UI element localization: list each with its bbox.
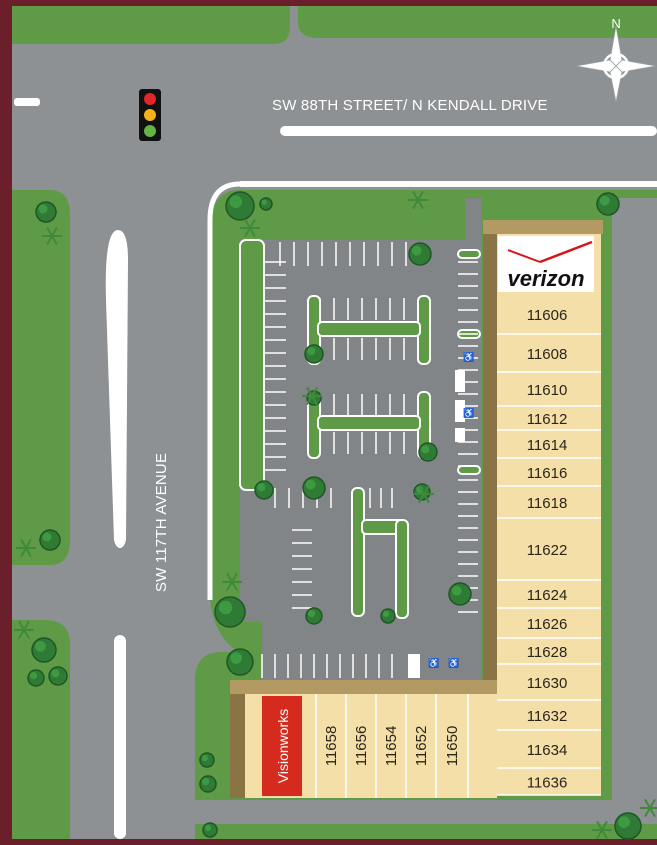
palm-tree-icon <box>222 572 242 592</box>
handicap-icon: ♿ <box>463 351 474 362</box>
unit-label: 11626 <box>527 616 568 633</box>
visionworks-logo-text: Visionworks <box>275 709 291 783</box>
compass-rose-icon: N <box>575 16 657 103</box>
palm-tree-icon <box>14 620 34 640</box>
east-driveway <box>612 198 657 839</box>
parking-lot-south <box>262 640 482 680</box>
unit-label: 11630 <box>527 675 568 692</box>
palm-tree-icon <box>302 386 322 406</box>
building-shadow <box>230 680 245 798</box>
handicap-icon: ♿ <box>428 657 439 668</box>
building-shadow <box>483 220 497 795</box>
south-drive <box>195 800 657 824</box>
unit-label: 11656 <box>353 726 370 767</box>
unit-label: 11650 <box>444 726 461 767</box>
south-wing-units: 11658 11656 11654 11652 11650 <box>315 694 469 798</box>
grass-north-west <box>12 6 290 44</box>
grass-north-east <box>298 6 657 38</box>
unit-label: 11608 <box>527 346 568 363</box>
unit-label: 11632 <box>527 708 568 725</box>
palm-tree-icon <box>42 226 62 246</box>
road-median-line <box>280 126 657 136</box>
palm-tree-icon <box>592 820 612 840</box>
unit-label: 11612 <box>527 411 568 428</box>
palm-tree-icon <box>16 538 36 558</box>
unit-label: 11634 <box>527 742 568 759</box>
unit-label: 11658 <box>323 726 340 767</box>
handicap-icon: ♿ <box>463 407 474 418</box>
unit-label: 11616 <box>527 465 568 482</box>
palm-tree-icon <box>414 484 434 504</box>
traffic-light-icon <box>139 89 161 141</box>
unit-label: 11654 <box>383 726 400 767</box>
unit-label: 11636 <box>527 775 568 792</box>
lane-marker <box>14 98 40 106</box>
parking-stalls <box>261 242 478 678</box>
road-label-north: SW 88TH STREET/ N KENDALL DRIVE <box>272 97 548 114</box>
verizon-logo-text: verizon <box>507 266 584 291</box>
palm-tree-icon <box>408 190 428 210</box>
unit-label: 11614 <box>527 437 568 454</box>
verizon-logo: verizon <box>498 236 594 292</box>
curb-corner <box>207 181 241 600</box>
unit-label: 11628 <box>527 644 568 661</box>
unit-label: 11624 <box>527 587 568 604</box>
unit-label: 11652 <box>413 726 430 767</box>
trees <box>14 190 657 840</box>
verizon-check-icon <box>539 240 593 264</box>
road-median-south <box>114 635 126 839</box>
grass-west-upper <box>12 190 70 565</box>
parking-islands <box>239 239 481 619</box>
handicap-icon: ♿ <box>448 657 459 668</box>
visionworks-logo: Visionworks <box>262 696 302 796</box>
east-wing-units: 11606 11608 11610 11612 11614 11616 11618 11622… <box>497 307 601 796</box>
unit-label: 11606 <box>527 307 568 324</box>
road-median-island <box>105 230 128 548</box>
palm-tree-icon <box>240 218 260 238</box>
unit-label: 11610 <box>527 382 568 399</box>
road-label-west: SW 117TH AVENUE <box>153 453 170 592</box>
unit-label: 11618 <box>527 495 568 512</box>
compass-north-label: N <box>611 16 620 31</box>
handicap-spaces: ♿ ♿ ♿ ♿ <box>408 351 474 678</box>
unit-label: 11622 <box>527 542 568 559</box>
palm-tree-icon <box>640 798 657 818</box>
building-east-wing <box>497 234 601 795</box>
